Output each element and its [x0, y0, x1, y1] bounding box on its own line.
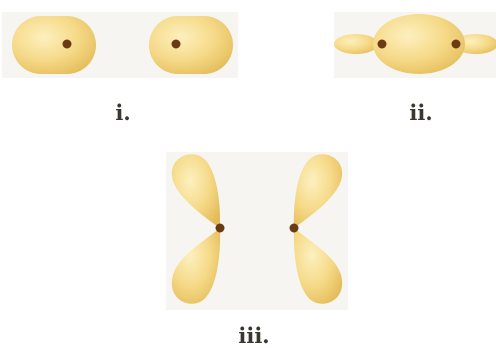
figure-iii-nucleus-left: [216, 224, 225, 233]
figure-label-ii: ii.: [391, 101, 451, 125]
figure-iii-nucleus-right: [290, 224, 299, 233]
figure-i-nucleus-left: [63, 40, 72, 49]
figure-ii-central-lobe: [373, 14, 465, 74]
figure-label-i: i.: [93, 101, 153, 125]
figure-ii-nucleus-right: [452, 40, 461, 49]
figure-label-iii: iii.: [224, 324, 284, 348]
figure-i-left-lobe: [12, 16, 96, 74]
figure-iii: [166, 152, 348, 310]
figure-ii-nucleus-left: [378, 40, 387, 49]
figure-i-nucleus-right: [172, 40, 181, 49]
figure-i-right-lobe: [149, 16, 233, 74]
figure-ii: [334, 12, 496, 78]
figure-ii-left-tail-lobe: [334, 34, 378, 54]
figure-i: [2, 12, 238, 78]
